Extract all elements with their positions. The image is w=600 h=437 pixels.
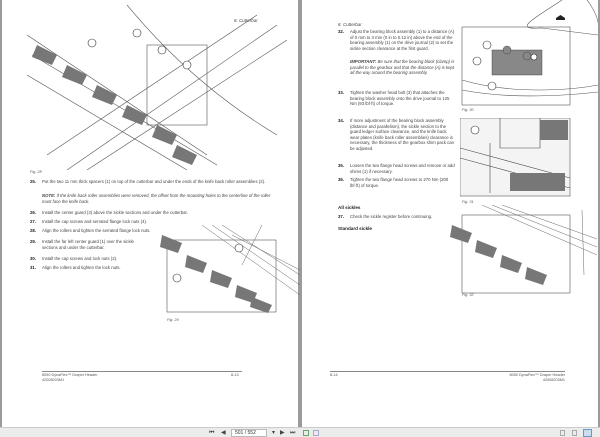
left-page: 8. Cutterbar Fig. 28 25. Put the two 11 m…	[2, 0, 300, 427]
step-36: 36. Tighten the two flange head screws to…	[338, 177, 456, 188]
footer-title: 8050 DynaFlex™ Draper Header	[42, 373, 98, 377]
step-37: 37. Check the sickle register before cont…	[338, 214, 468, 220]
two-page-view-icon[interactable]	[583, 429, 592, 437]
heading-all-sickles: All sickles	[338, 205, 361, 210]
step-number: 32.	[338, 29, 344, 34]
pdf-toolbar: ⏮ ◀ 501 / 552 ▾ ▶ ⏭	[0, 427, 600, 437]
footer-title: 8050 DynaFlex™ Draper Header	[509, 373, 565, 377]
step-text: Install the center guard (3) above the s…	[42, 210, 188, 215]
section-header: 8. Cutterbar	[338, 22, 362, 27]
step-31: 31. Align the rollers and tighten the loc…	[30, 265, 150, 271]
section-header: 8. Cutterbar	[234, 18, 258, 23]
step-29: 29. Install the far left center guard (1)…	[30, 239, 150, 250]
figure-caption: Fig. 30	[462, 108, 474, 112]
figure-29-illustration	[160, 225, 300, 313]
footer-rule	[42, 371, 242, 372]
figure-caption: Fig. 31	[462, 200, 474, 204]
note: NOTE: If the knife back roller assemblie…	[42, 193, 280, 204]
step-text: Check the sickle register before continu…	[350, 214, 433, 219]
heading-standard-sickle: Standard sickle	[338, 226, 372, 231]
step-text: Align the rollers and tighten the lock n…	[42, 265, 121, 270]
page-number: 8-13	[231, 373, 239, 377]
first-page-button[interactable]: ⏮	[209, 430, 215, 436]
step-number: 37.	[338, 214, 344, 219]
step-number: 33.	[338, 90, 344, 95]
step-number: 30.	[30, 256, 36, 261]
step-27: 27. Install the cap screws and serrated f…	[30, 219, 280, 225]
step-number: 35.	[338, 163, 344, 168]
step-text: Adjust the bearing block assembly (1) to…	[350, 29, 455, 51]
figure-31-illustration	[460, 118, 571, 197]
step-number: 27.	[30, 219, 36, 224]
step-text: Tighten the two flange head screws to 27…	[350, 177, 449, 188]
step-28: 28. Align the rollers and tighten the ser…	[30, 228, 280, 234]
step-text: Install the cap screws and lock nuts (2)…	[42, 256, 118, 261]
page-number-input[interactable]: 501 / 552	[231, 429, 267, 437]
step-33: 33. Tighten the washer head bolt (3) that…	[338, 90, 456, 107]
step-number: 26.	[30, 210, 36, 215]
step-number: 29.	[30, 239, 36, 244]
figure-32-illustration	[450, 205, 597, 294]
step-number: 34.	[338, 118, 344, 123]
step-35: 35. Loosen the two flange head screws and…	[338, 163, 456, 174]
important-label: IMPORTANT:	[350, 59, 377, 64]
step-number: 36.	[338, 177, 344, 182]
brand-logo	[556, 15, 565, 20]
step-number: 25.	[30, 179, 36, 184]
figure-caption: Fig. 28	[30, 170, 42, 174]
step-30: 30. Install the cap screws and lock nuts …	[30, 256, 150, 262]
continuous-view-icon[interactable]	[572, 430, 577, 436]
step-number: 28.	[30, 228, 36, 233]
page-number: 8-14	[330, 373, 338, 377]
fit-page-icon[interactable]	[303, 430, 309, 436]
footer-code: 42008203M1	[42, 378, 65, 382]
step-text: Install the cap screws and serrated flan…	[42, 219, 148, 224]
step-text: If more adjustment of the bearing block …	[350, 118, 455, 151]
figure-caption: Fig. 32	[462, 293, 474, 297]
footer-rule	[330, 371, 565, 372]
step-text: Put the two 11 mm thick spacers (1) on t…	[42, 179, 266, 184]
step-25: 25. Put the two 11 mm thick spacers (1) o…	[30, 179, 280, 185]
page-dropdown[interactable]: ▾	[272, 430, 276, 436]
right-page: 8. Cutterbar 32. Adjust the bearing block…	[302, 0, 598, 427]
next-page-button[interactable]: ▶	[280, 430, 285, 436]
note-text: If the knife back roller assemblies were…	[42, 193, 271, 204]
figure-caption: Fig. 29	[167, 318, 179, 322]
note-label: NOTE:	[42, 193, 56, 198]
footer-code: 42008203M1	[542, 378, 565, 382]
single-page-view-icon[interactable]	[560, 430, 565, 436]
important-text: Be sure that the bearing block (clamp) i…	[350, 59, 455, 76]
figure-30-illustration	[461, 0, 598, 106]
previous-page-button[interactable]: ◀	[221, 430, 226, 436]
step-34: 34. If more adjustment of the bearing blo…	[338, 118, 456, 152]
step-text: Tighten the washer head bolt (3) that at…	[350, 90, 450, 107]
step-32: 32. Adjust the bearing block assembly (1)…	[338, 29, 456, 51]
step-text: Install the far left center guard (1) ov…	[42, 239, 134, 250]
step-text: Loosen the two flange head screws and re…	[350, 163, 455, 174]
last-page-button[interactable]: ⏭	[290, 430, 296, 436]
important-note: IMPORTANT: Be sure that the bearing bloc…	[350, 59, 456, 76]
step-text: Align the rollers and tighten the serrat…	[42, 228, 151, 233]
step-26: 26. Install the center guard (3) above th…	[30, 210, 280, 216]
step-number: 31.	[30, 265, 36, 270]
figure-28-illustration	[27, 5, 287, 170]
fit-width-icon[interactable]	[313, 430, 319, 436]
